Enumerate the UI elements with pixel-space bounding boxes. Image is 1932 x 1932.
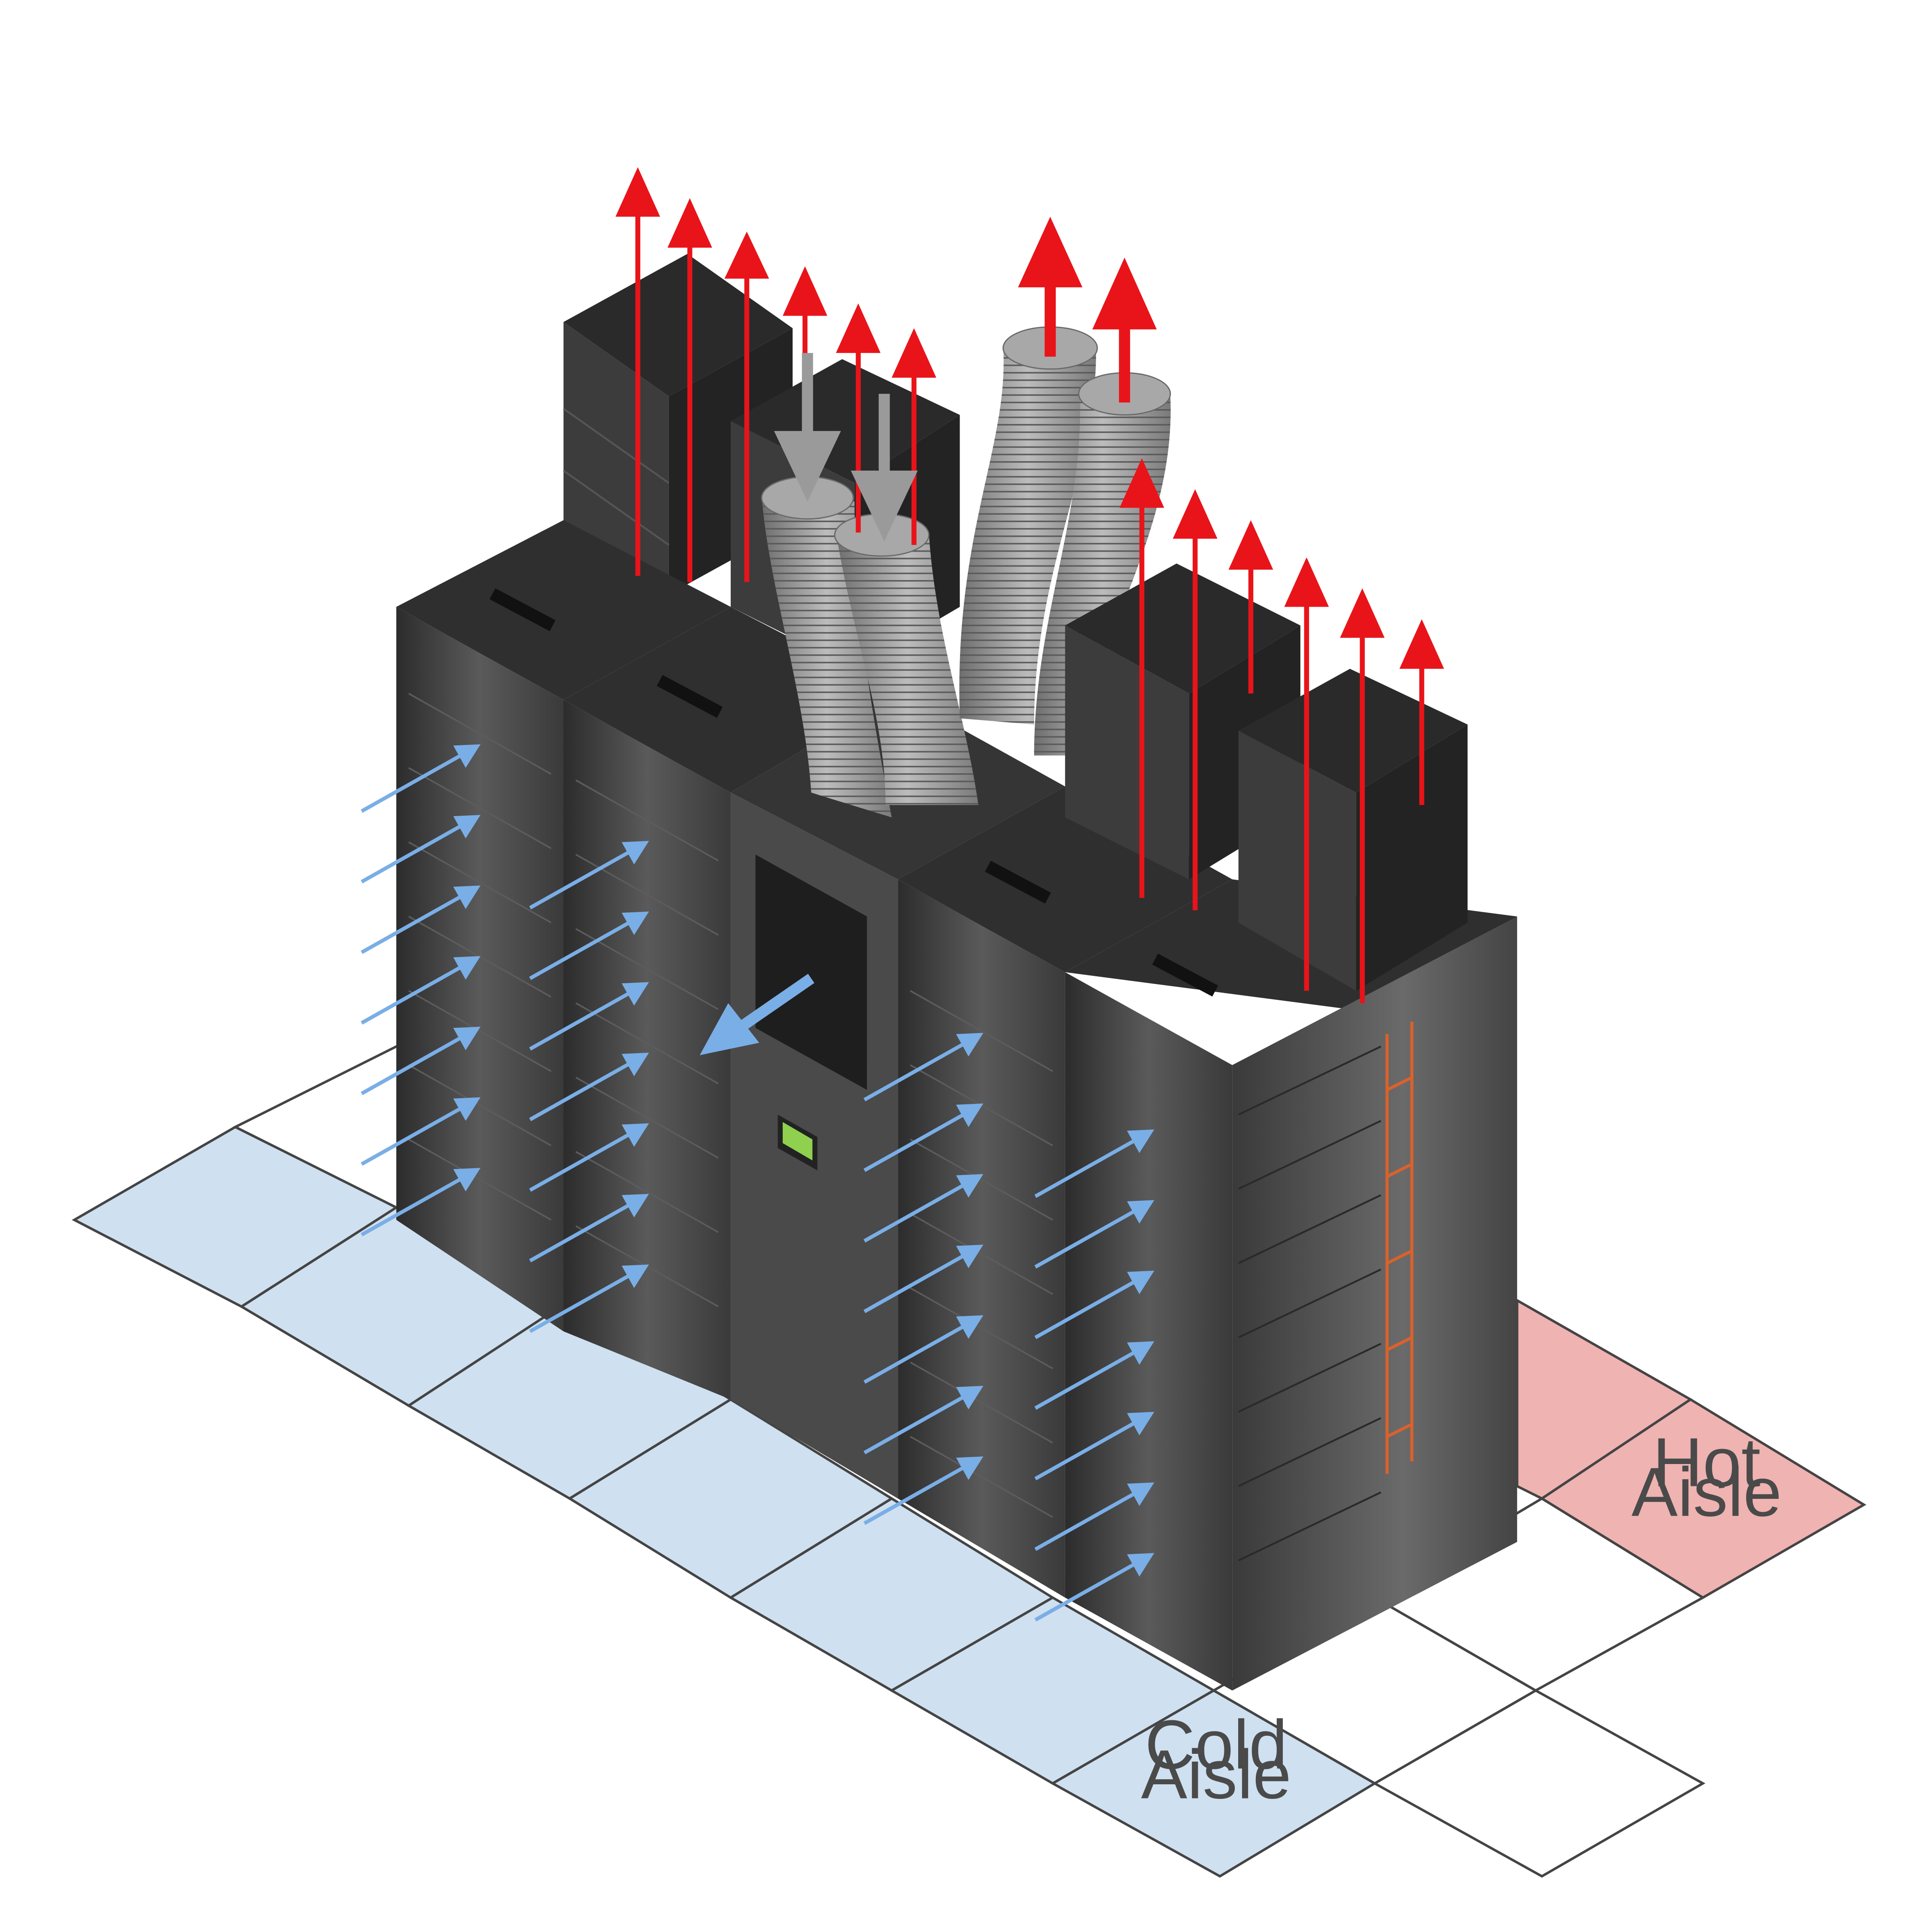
chimney-right-front (1238, 668, 1468, 991)
blue-diagonal-arrow-icon (529, 1123, 649, 1192)
floor-grid (72, 1039, 1867, 1878)
blue-diagonal-arrow-icon (529, 1194, 649, 1263)
return-air-ducts (761, 326, 1171, 817)
red-up-arrow-icon (667, 198, 712, 582)
red-up-arrow-icon (1119, 458, 1164, 898)
blue-diagonal-arrow-icon (1034, 1200, 1154, 1269)
cold-aisle-label-line1: Cold (1145, 1706, 1288, 1783)
blue-diagonal-arrow-icon (529, 1264, 649, 1333)
red-up-arrow-icon (1284, 557, 1329, 991)
cooling-unit-window (755, 854, 867, 1090)
cold-aisle-label: Cold Aisle (1141, 1706, 1291, 1813)
blue-diagonal-arrow-icon (863, 1033, 984, 1102)
red-up-arrow-icon (1399, 619, 1444, 805)
red-up-arrow-icon (891, 328, 936, 545)
blue-diagonal-arrow-icon (361, 815, 481, 884)
hot-exhaust-arrows (615, 167, 1444, 1003)
red-up-arrow-icon (1228, 520, 1273, 694)
blue-diagonal-arrow-icon (529, 1052, 649, 1121)
blue-diagonal-arrow-icon (1034, 1341, 1154, 1410)
blue-diagonal-arrow-icon (361, 1097, 481, 1166)
blue-diagonal-arrow-icon (361, 1027, 481, 1095)
gray-down-arrow-icon (774, 353, 841, 502)
server-rack-1 (396, 520, 731, 1331)
blue-diagonal-arrow-icon (529, 841, 649, 910)
cold-aisle-label-line2: Aisle (1141, 1736, 1291, 1813)
return-air-arrows (774, 353, 918, 541)
cold-aisle-tiles (72, 1125, 1377, 1878)
blue-diagonal-arrow-icon (863, 1385, 984, 1455)
cold-tile (1050, 1689, 1377, 1878)
lcd-display-icon (778, 1115, 817, 1170)
blue-diagonal-arrow-icon (863, 1456, 984, 1525)
server-rack-4 (1065, 879, 1517, 1691)
hot-aisle-label-line1: Hot (1653, 1424, 1760, 1501)
blue-diagonal-arrow-icon (1034, 1129, 1154, 1198)
cable-ladder (1385, 1021, 1414, 1474)
red-up-arrow-icon (1018, 216, 1083, 357)
hot-aisle-label: Hot Aisle (1631, 1424, 1782, 1531)
blue-diagonal-arrow-icon (863, 1245, 984, 1313)
red-up-arrow-icon (724, 231, 769, 582)
blue-diagonal-arrow-icon (1034, 1482, 1154, 1551)
gray-down-arrow-icon (851, 394, 918, 541)
red-up-arrow-icon (615, 167, 660, 576)
blue-diagonal-arrow-icon (863, 1315, 984, 1384)
blue-diagonal-arrow-icon (1034, 1412, 1154, 1481)
hot-aisle-label-line2: Aisle (1631, 1454, 1782, 1531)
duct-left (761, 476, 892, 817)
red-up-arrow-icon (1092, 258, 1157, 403)
chimney-right-back (1065, 563, 1300, 880)
red-up-arrow-icon (1173, 489, 1218, 911)
red-up-arrow-icon (1340, 588, 1385, 1003)
blue-diagonal-arrow-icon (361, 885, 481, 954)
blue-diagonal-arrow-icon (1034, 1270, 1154, 1340)
blue-diagonal-arrow-icon (1034, 1553, 1154, 1622)
red-up-arrow-icon (836, 303, 881, 533)
cold-intake-arrows (361, 744, 1154, 1622)
blue-diagonal-arrow-icon (529, 911, 649, 980)
blue-diagonal-arrow-icon (863, 1174, 984, 1243)
red-up-arrow-icon (783, 266, 827, 359)
blue-diagonal-arrow-icon (361, 956, 481, 1025)
blue-diagonal-arrow-icon (863, 1103, 984, 1172)
blue-diagonal-arrow-icon (361, 744, 481, 813)
cooling-unit-output-arrow (699, 974, 814, 1055)
blue-diagonal-arrow-icon (529, 982, 649, 1051)
blue-diagonal-arrow-icon (361, 1168, 481, 1236)
